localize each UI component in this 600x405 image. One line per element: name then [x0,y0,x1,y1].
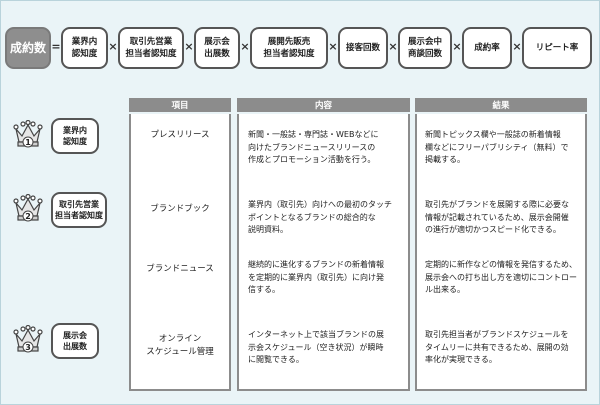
equals-sign: = [51,40,61,53]
factor-pill: 展開先販売 担当者認知度 [250,27,328,69]
factor-pill: 展示会中 商談回数 [398,27,452,69]
factor-pill: 接客回数 [338,27,388,69]
times-sign: × [328,40,338,53]
row-content: 継続的に進化するブランドの新着情報 を定期的に業界内（取引先）に向け発 信する。 [248,260,384,294]
header-result: 結果 [415,98,587,112]
row-result: 取引先がブランドを展開する際に必要な 情報が記載されているため、展示会開催 の進… [425,200,569,234]
row-item: ブランドニュース [146,264,214,274]
factor-pill: 成約率 [462,27,512,69]
factor-label: 展示会中 商談回数 [407,37,442,59]
factor-pill: 業界内 認知度 [61,27,108,69]
column-result [415,114,587,391]
rank-2-group: 2 取引先営業 担当者認知度 [7,192,107,252]
row-item: ブランドブック [150,204,210,214]
times-sign: × [108,40,118,53]
crown-rank-number: 3 [25,343,31,352]
column-item [129,114,231,391]
times-sign: × [388,40,398,53]
row-result: 定期的に新作などの情報を発信するため、 展示会への打ち出し方を適切にコントロー … [425,260,577,294]
times-sign: × [512,40,522,53]
crown-1-icon: 1 [13,120,43,148]
row-result: 新聞トピックス欄や一般誌の新着情報 欄などにフリーパブリシティ（無料）で 掲載す… [425,130,569,164]
row-item: オンライン スケジュール管理 [146,334,214,357]
factor-label: 展示会 出展数 [204,37,230,59]
factor-label: 成約率 [474,43,500,53]
rank-1-group: 1 業界内 認知度 [7,118,107,178]
factor-label: リピート率 [535,43,579,53]
row-content: インターネット上で該当ブランドの展 示会スケジュール（空き状況）が瞬時 に閲覧で… [248,330,384,364]
factor-pill: 取引先営業 担当者認知度 [118,27,184,69]
factor-pill: リピート率 [522,27,592,69]
crown-2-icon: 2 [13,194,43,222]
header-item: 項目 [129,98,231,112]
result-label: 成約数 [9,41,46,55]
factor-pill: 展示会 出展数 [194,27,240,69]
formula-row: 成約数 = 業界内 認知度 × 取引先営業 担当者認知度 × 展示会 出展数 ×… [5,27,597,69]
rank-2-label: 取引先営業 担当者認知度 [51,192,107,228]
rank-3-label: 展示会 出展数 [51,323,99,359]
result-pill: 成約数 [5,27,51,69]
row-item: プレスリリース [150,130,210,140]
crown-rank-number: 2 [25,212,31,221]
times-sign: × [452,40,462,53]
crown-3-icon: 3 [13,325,43,353]
header-content: 内容 [237,98,410,112]
row-content: 新聞・一般誌・専門誌・WEBなどに 向けたブランドニュースリリースの 作成とプロ… [248,130,379,164]
times-sign: × [184,40,194,53]
factor-label: 接客回数 [345,43,380,53]
times-sign: × [240,40,250,53]
factor-label: 取引先営業 担当者認知度 [125,37,177,59]
column-content [237,114,410,391]
rank-3-group: 3 展示会 出展数 [7,323,107,383]
factor-label: 業界内 認知度 [71,37,98,59]
factor-label: 展開先販売 担当者認知度 [263,37,315,59]
rank-1-label: 業界内 認知度 [51,118,99,154]
row-content: 業界内（取引先）向けへの最初のタッチ ポイントとなるブランドの総合的な 説明資料… [248,200,392,234]
row-result: 取引先担当者がブランドスケジュールを タイムリーに共有できるため、展開の効 率化… [425,330,569,364]
crown-rank-number: 1 [25,138,31,147]
